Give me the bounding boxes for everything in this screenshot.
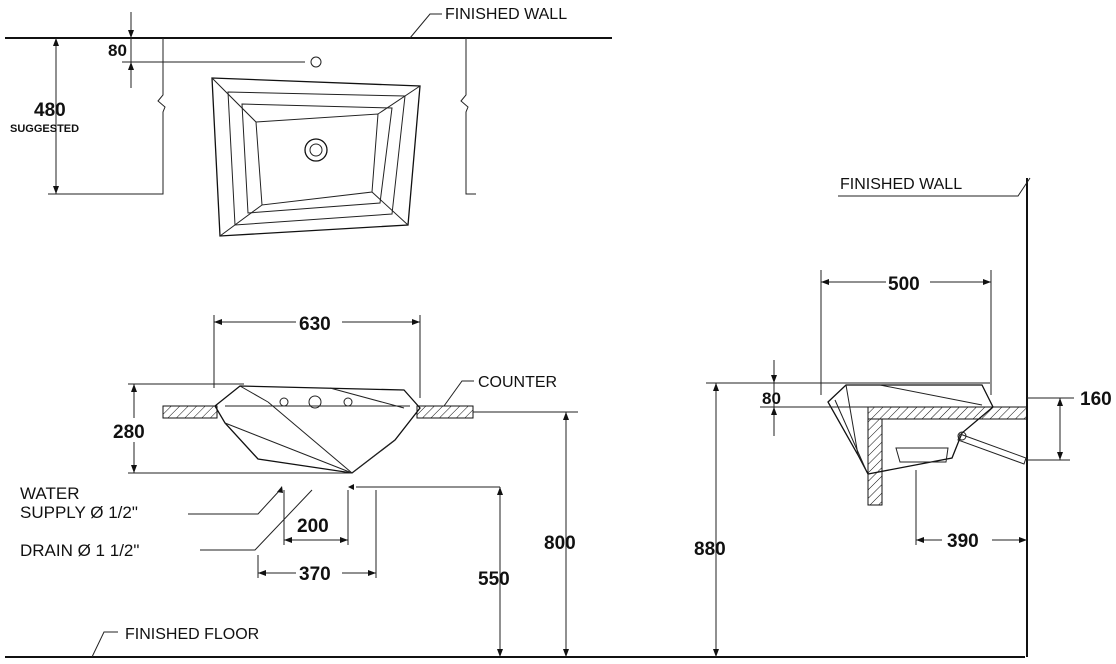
front-elevation: COUNTER 630 280: [5, 314, 1025, 658]
side-elevation: FINISHED WALL 500 880: [694, 176, 1112, 657]
dim-80-arrow-bottom: [128, 62, 134, 70]
dim-500-text: 500: [888, 274, 920, 295]
plan-view: FINISHED WALL 80 480 SUGGESTED: [5, 6, 612, 237]
basin-side: [827, 384, 994, 475]
dim-800-text: 800: [544, 533, 576, 554]
drain-fitting: [957, 431, 967, 441]
finished-wall-label-top: FINISHED WALL: [445, 6, 567, 23]
dim-370-text: 370: [299, 564, 331, 585]
basin-front: [214, 385, 421, 474]
basin-plan: [211, 77, 421, 237]
suggested-label: SUGGESTED: [10, 123, 79, 135]
drain-leader: [200, 489, 313, 551]
cabinet-left-edge: [152, 38, 166, 195]
counter-left: [162, 405, 218, 419]
cabinet-right-edge: [460, 38, 476, 195]
finished-floor-label: FINISHED FLOOR: [125, 626, 259, 643]
dim-80-top-text: 80: [108, 41, 127, 60]
tap-hole: [310, 56, 322, 68]
dim-390-text: 390: [947, 531, 979, 552]
finished-wall-label-side: FINISHED WALL: [840, 176, 962, 193]
dim-480-arrow-bottom: [53, 186, 59, 194]
dim-480-text: 480: [34, 100, 66, 121]
dim-480-arrow-top: [53, 38, 59, 46]
finished-floor-leader: [91, 631, 118, 658]
water-supply-hole-right: [343, 397, 353, 407]
dim-160-text: 160: [1080, 389, 1112, 410]
counter-label: COUNTER: [478, 374, 557, 391]
dim-550-text: 550: [478, 569, 510, 590]
dim-880-text: 880: [694, 539, 726, 560]
finished-wall-leader-top: [409, 13, 442, 39]
water-supply-label-line1: WATER: [20, 484, 80, 503]
drain-hole-inner: [309, 143, 323, 157]
dim-80-side-text: 80: [762, 389, 781, 408]
drain-label: DRAIN Ø 1 1/2": [20, 541, 139, 560]
counter-right: [416, 405, 474, 419]
water-supply-label-line2: SUPPLY Ø 1/2": [20, 503, 138, 522]
drain-hole-front: [308, 395, 322, 409]
drain-hole-outer: [304, 138, 328, 162]
water-supply-hole-left: [279, 397, 289, 407]
counter-leader: [443, 380, 474, 407]
dim-80-arrow-top: [128, 30, 134, 38]
side-counter-apron: [867, 418, 883, 506]
dim-200-text: 200: [297, 516, 329, 537]
dim-630-text: 630: [299, 314, 331, 335]
dim-280-text: 280: [113, 422, 145, 443]
side-counter-top: [867, 406, 1028, 420]
water-supply-leader: [188, 489, 281, 515]
drain-pipe: [957, 433, 1027, 465]
finished-wall-leader-side: [838, 177, 1031, 197]
